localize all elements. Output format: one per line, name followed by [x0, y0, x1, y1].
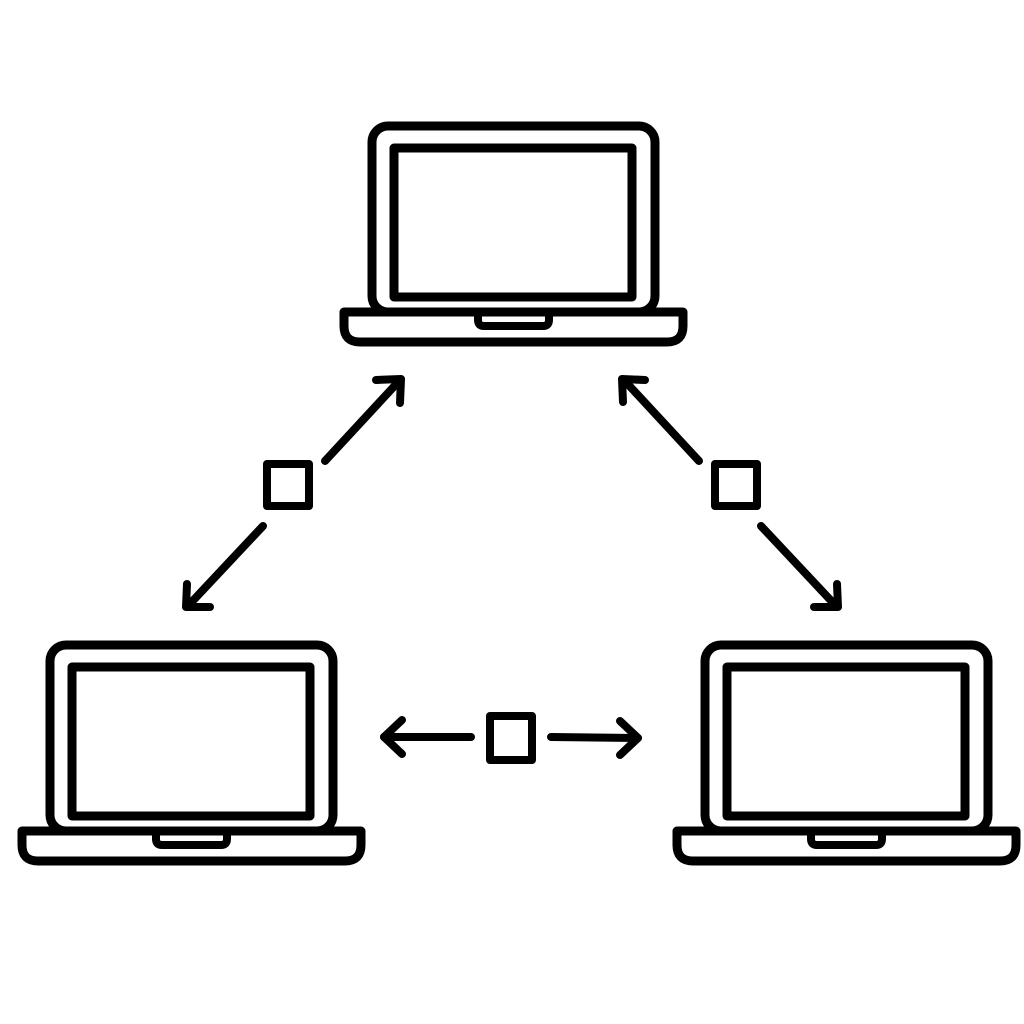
arrow-shaft — [183, 522, 267, 611]
link-bottom — [380, 712, 642, 764]
laptop-icon — [22, 645, 361, 861]
link-top-right — [618, 375, 842, 611]
arrow-head-icon — [372, 375, 405, 407]
arrow-head-icon — [380, 716, 406, 758]
arrow-shaft — [620, 376, 703, 465]
square-packet-icon — [263, 460, 313, 510]
arrow-shaft — [547, 733, 642, 742]
arrow-head-icon — [616, 717, 642, 759]
link-left-top — [182, 375, 405, 611]
arrow-head-icon — [618, 375, 649, 406]
laptop-icon — [344, 126, 683, 342]
arrow-head-icon — [182, 580, 214, 611]
square-packet-icon — [711, 460, 761, 510]
laptop-icon — [677, 645, 1016, 861]
arrow-head-icon — [810, 580, 842, 611]
laptop-top — [344, 126, 683, 342]
laptop-bottom-left — [22, 645, 361, 861]
arrow-shaft — [321, 376, 404, 465]
laptop-bottom-right — [677, 645, 1016, 861]
square-packet-icon — [486, 712, 536, 764]
arrow-shaft — [757, 522, 841, 611]
